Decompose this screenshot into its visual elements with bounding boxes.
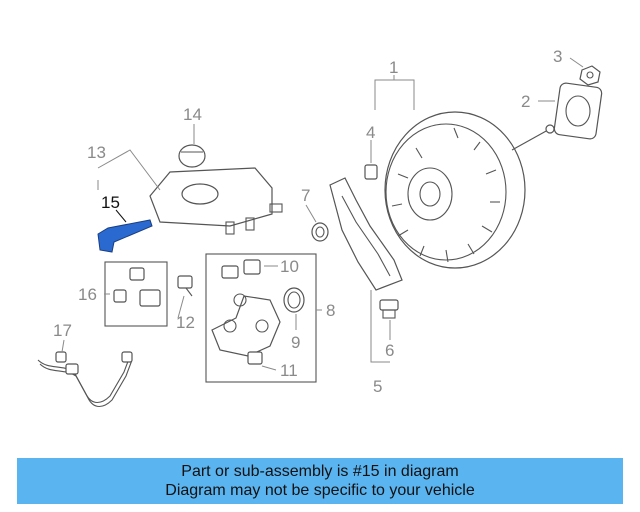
- heat-shield: [329, 177, 403, 291]
- callout-12: 12: [176, 313, 195, 332]
- highlighted-part-15: [97, 219, 153, 253]
- callout-17: 17: [53, 321, 72, 340]
- callout-2: 2: [521, 92, 530, 111]
- leader-lines: [61, 57, 584, 371]
- callout-10: 10: [280, 257, 299, 276]
- brake-booster: [384, 111, 555, 269]
- sensor-cable: [37, 351, 133, 408]
- banner-line-2: Diagram may not be specific to your vehi…: [165, 482, 475, 499]
- callout-15: 15: [101, 193, 120, 212]
- callout-11: 11: [280, 361, 298, 380]
- switch-part: [177, 275, 193, 297]
- gasket: [553, 82, 603, 140]
- callout-13: 13: [87, 143, 106, 162]
- fluid-reservoir: [149, 167, 283, 235]
- reservoir-cap: [178, 144, 206, 168]
- info-banner: Part or sub-assembly is #15 in diagram D…: [17, 458, 623, 504]
- sensor-kit-box: [104, 261, 168, 327]
- callout-8: 8: [326, 301, 335, 320]
- banner-line-1: Part or sub-assembly is #15 in diagram: [181, 463, 459, 480]
- callout-6: 6: [385, 341, 394, 360]
- master-cylinder-box: [205, 253, 317, 383]
- callout-9: 9: [291, 333, 300, 352]
- seal: [311, 222, 329, 242]
- booster-nut: [364, 164, 378, 180]
- callout-14: 14: [183, 105, 202, 124]
- callout-7: 7: [301, 186, 310, 205]
- parts-diagram: 1 2 3 4 5 6 7 8 9 10 11 12 13 14 15 16 1…: [37, 47, 603, 408]
- callout-4: 4: [366, 123, 375, 142]
- callout-16: 16: [78, 285, 97, 304]
- callout-1: 1: [389, 58, 398, 77]
- callout-3: 3: [553, 47, 562, 66]
- grommet: [379, 299, 399, 319]
- callout-5: 5: [373, 377, 382, 396]
- nut: [579, 65, 601, 86]
